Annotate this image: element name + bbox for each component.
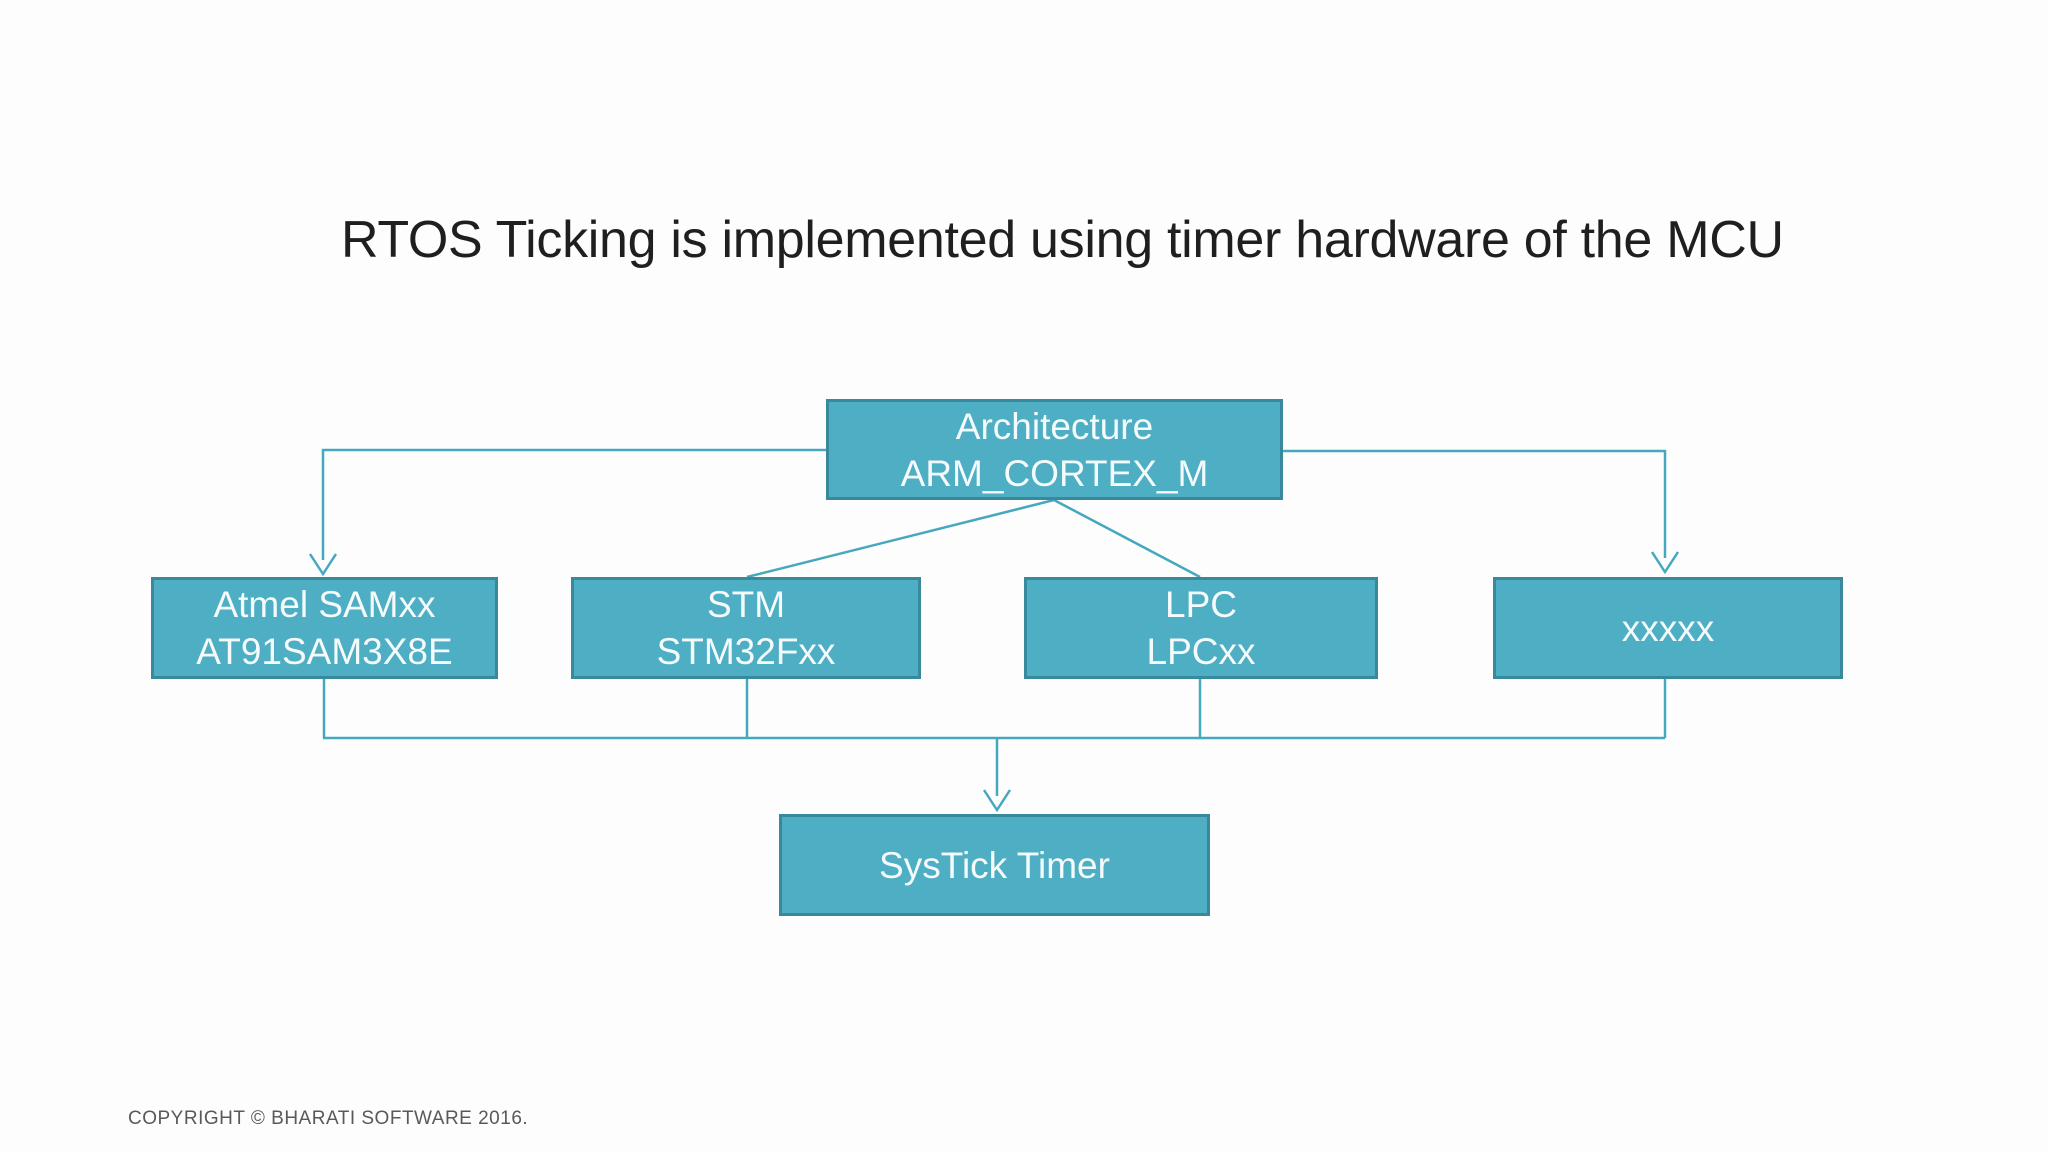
- node-atmel-line2: AT91SAM3X8E: [196, 631, 453, 672]
- slide-title: RTOS Ticking is implemented using timer …: [341, 211, 1784, 269]
- node-lpc-line1: LPC: [1165, 584, 1237, 625]
- node-stm-line1: STM: [706, 584, 786, 625]
- copyright-text: COPYRIGHT © BHARATI SOFTWARE 2016.: [128, 1108, 529, 1129]
- edge-architecture-unknown: [1283, 449, 1680, 575]
- node-architecture-line1: Architecture: [955, 405, 1154, 447]
- node-systick-line1: SysTick Timer: [879, 844, 1110, 886]
- node-atmel-samxx: Atmel SAMxx AT91SAM3X8E: [151, 577, 498, 679]
- node-unknown-xxxxx: xxxxx: [1493, 577, 1843, 679]
- edge-architecture-lpc: [1053, 498, 1201, 579]
- arrowhead-down-icon: [1650, 551, 1680, 575]
- edge-architecture-stm: [746, 498, 1055, 579]
- node-architecture-line2: ARM_CORTEX_M: [900, 452, 1209, 494]
- edge-bus-rail: [322, 679, 1667, 740]
- node-lpc-line2: LPCxx: [1146, 631, 1256, 672]
- node-stm: STM STM32Fxx: [571, 577, 921, 679]
- node-stm-line2: STM32Fxx: [656, 631, 836, 672]
- node-atmel-line1: Atmel SAMxx: [213, 584, 436, 625]
- node-architecture: Architecture ARM_CORTEX_M: [826, 399, 1283, 500]
- arrowhead-down-icon: [308, 553, 338, 577]
- arrowhead-down-icon: [982, 789, 1012, 813]
- node-systick-timer: SysTick Timer: [779, 814, 1210, 916]
- node-lpc: LPC LPCxx: [1024, 577, 1378, 679]
- node-unknown-line1: xxxxx: [1621, 607, 1715, 649]
- edge-architecture-atmel: [308, 448, 826, 577]
- edge-bus-systick: [982, 738, 1012, 813]
